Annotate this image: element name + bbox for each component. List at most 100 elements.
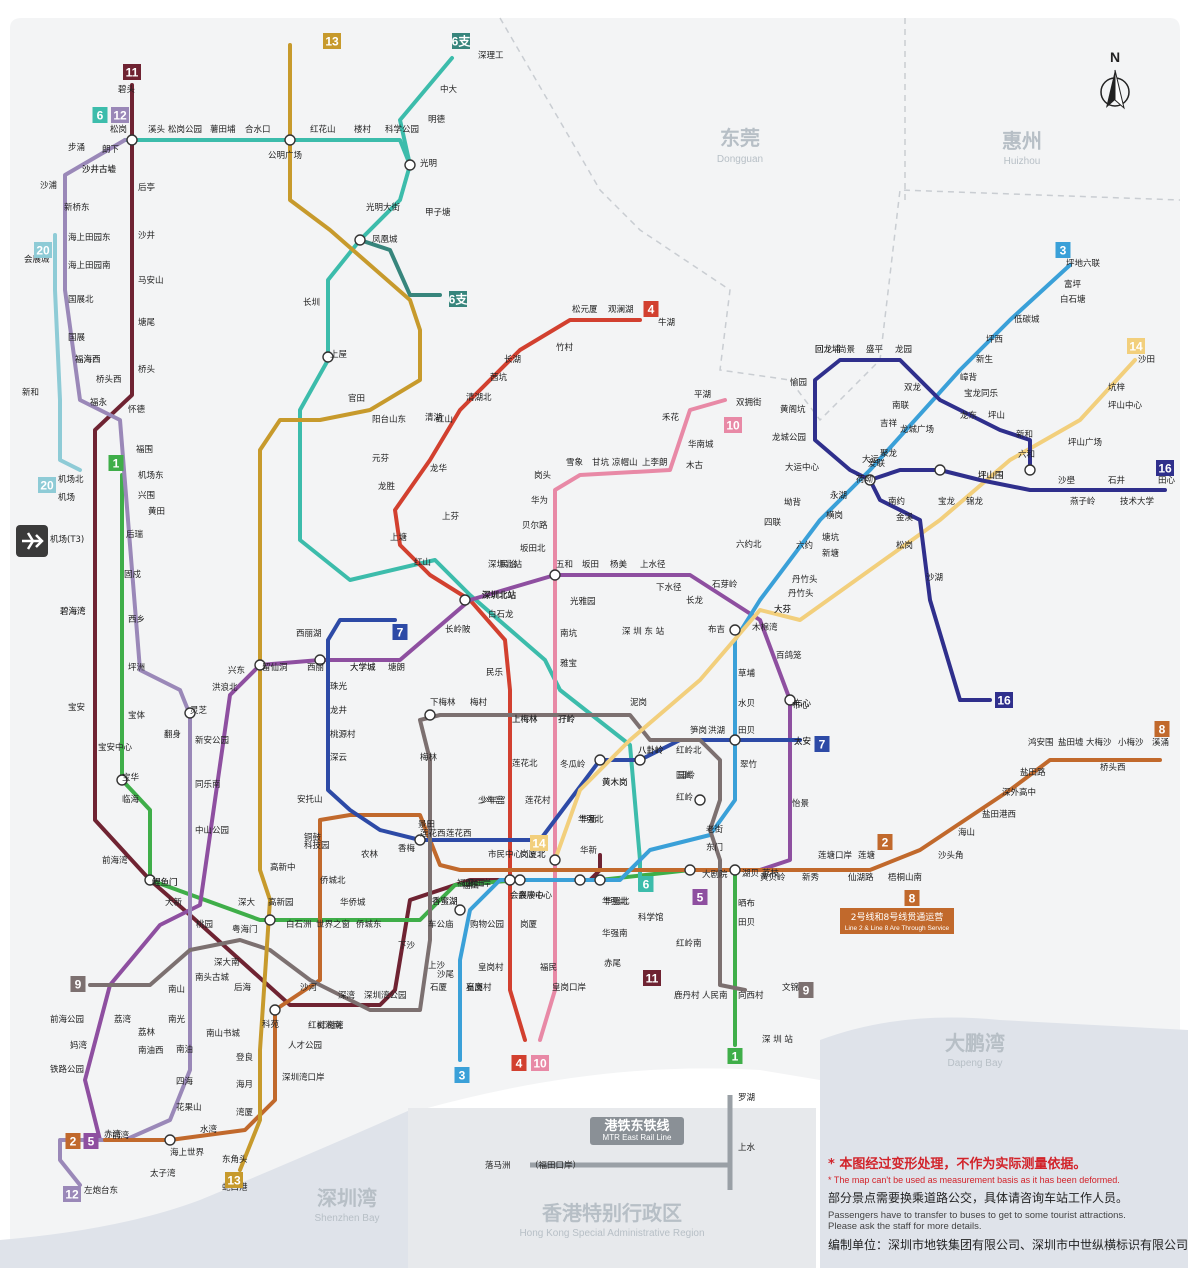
interchange-station-marker [404,159,416,171]
station-label: 双拥街 [736,397,762,408]
station-label: 科学公园 [385,124,419,135]
station-label: 新和 [22,387,39,398]
station-label: 湾厦 [236,1107,254,1118]
station-label: 仙湖路 [848,872,874,883]
station-label: 南山 [168,984,185,995]
compass-icon: N [1100,49,1130,110]
station-label: 永湖 [830,490,847,501]
line-badge-5: 5 [692,889,708,905]
interchange-station-marker [126,134,138,146]
station-label: 同乐南 [195,779,221,790]
line-3 [458,263,1072,1062]
interchange-station-marker [284,134,296,146]
interchange-station-marker [549,569,561,581]
station-label: 大学城 [350,662,376,673]
line-badge-14: 14 [530,835,548,851]
station-label: 前海公园 [50,1014,84,1025]
station-label: 技术大学 [1120,496,1155,507]
station-label: 下梅林 [430,697,456,708]
svg-text:11: 11 [646,972,659,986]
station-label: 深大南 [214,957,240,968]
station-label: 国展 [68,333,86,343]
station-label: 盐田路 [1020,767,1046,778]
region-huizhou-en: Huizhou [1004,156,1041,167]
station-label: 碧海湾 [60,606,86,617]
label-szn-east: 深 圳 东 站 [622,626,665,637]
station-label: 新塘 [822,548,840,559]
station-label: 机场东 [138,470,164,481]
station-label: 中大 [440,84,458,95]
station-label: 石厦 [430,983,448,993]
station-label: 草埔 [738,668,756,679]
label-airport: 机场(T3) [50,534,84,545]
station-label: 登良 [236,1052,254,1063]
shenzhen-bay-water [0,1110,420,1268]
station-label: 清湖 [425,412,442,423]
svg-text:12: 12 [65,1188,79,1202]
station-label: 桃园 [196,919,213,930]
station-label: 鹿丹村 [674,990,700,1001]
line-badge-7: 7 [814,736,830,752]
interchange-station-marker [934,464,946,476]
station-label: 福围 [136,444,153,455]
station-label: 文锦 [782,982,799,993]
station-label: 海上世界 [170,1147,205,1158]
line-badge-16: 16 [1156,460,1174,476]
mtr-station-lmc: 落马洲 [485,1160,511,1171]
station-label: 太子湾 [150,1168,176,1179]
line-badge-6: 6 [638,876,654,892]
svg-text:2: 2 [70,1135,77,1149]
station-label: 人才公园 [288,1040,322,1051]
station-label: 南约 [888,496,905,507]
interchange-station-marker [314,654,326,666]
station-label: 南山书城 [206,1028,241,1039]
station-label: 布心 [794,698,812,709]
line-badge-5: 5 [83,1133,99,1149]
station-label: 国展北 [68,295,94,305]
station-label: 松岗公园 [168,124,202,135]
station-label: 灵芝 [190,705,208,716]
station-label: 大新 [165,897,183,908]
station-label: 深外高中 [1002,787,1036,798]
station-label: 太安 [794,736,811,747]
station-label: 桥头西 [96,374,122,385]
station-label: 民乐 [486,667,504,678]
station-label: 少年宫 [478,795,504,806]
svg-text:6: 6 [643,878,650,892]
station-label: 赤湾 [104,1129,122,1140]
line-badge-4: 4 [643,301,659,317]
station-label: 雅宝 [560,658,577,669]
station-label: 龙东 [960,410,977,421]
station-label: 沙湖 [926,573,943,583]
station-label: 南联 [892,400,910,411]
station-label: 莲塘 [858,850,876,861]
station-label: 华新 [580,814,598,825]
station-label: 雪象 [566,457,584,468]
station-label: 园岭 [678,770,696,781]
station-label: 会展城 [24,254,50,265]
svg-text:4: 4 [516,1057,523,1071]
station-label: 聚龙 [880,448,898,459]
station-label: 太安 [794,736,811,747]
station-label: 四海 [176,1076,194,1087]
station-label: 人民南 [702,990,728,1001]
line-badge-11: 11 [643,970,661,986]
station-label: 鲤鱼门 [152,877,178,888]
interchange-station-marker [144,874,156,886]
svg-text:5: 5 [88,1135,95,1149]
station-label: 洪浪北 [212,682,238,693]
station-label: 华强北 [604,896,630,907]
note-transfer-cn: 部分景点需要换乘道路公交，具体请咨询车站工作人员。 [828,1190,1128,1205]
station-label: 盛平 [866,344,884,355]
svg-text:10: 10 [533,1057,547,1071]
svg-text:3: 3 [459,1069,466,1083]
interchange-station-marker [264,914,276,926]
station-label: 怡景 [792,798,809,809]
station-label: 香蜜湖 [432,896,458,907]
interchange-station-marker [414,834,426,846]
station-label: 海上田园南 [68,260,111,271]
station-label: 龙城广场 [900,424,934,435]
station-label: 坑梓 [1108,382,1126,393]
station-label: 农林 [361,849,379,860]
